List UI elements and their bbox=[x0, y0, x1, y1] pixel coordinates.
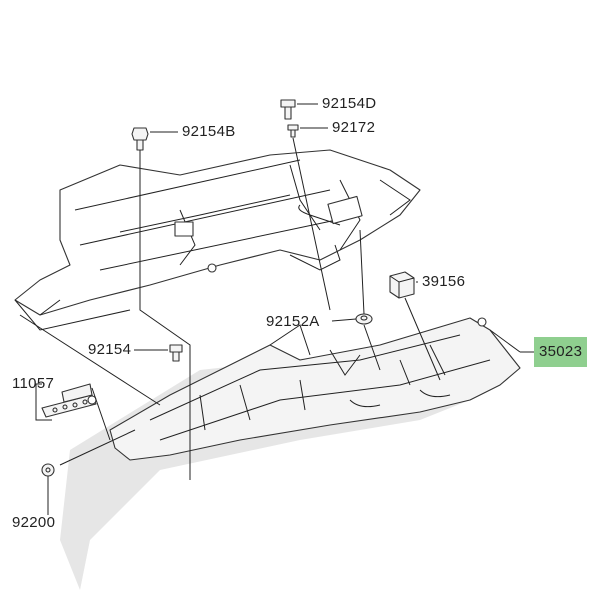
part-label-92154D[interactable]: 92154D bbox=[322, 95, 377, 112]
part-label-35023[interactable]: 35023 bbox=[534, 337, 588, 367]
nut-92152A bbox=[355, 313, 373, 325]
part-label-92154[interactable]: 92154 bbox=[88, 341, 132, 358]
mudguard-35023 bbox=[60, 317, 521, 590]
part-label-11057[interactable]: 11057 bbox=[12, 375, 55, 392]
bracket-11057 bbox=[41, 383, 97, 418]
washer-92200 bbox=[41, 463, 55, 477]
rear-frame bbox=[14, 149, 421, 331]
bolt-92154D bbox=[280, 99, 296, 120]
leader-lines bbox=[19, 103, 534, 515]
block-39156 bbox=[389, 271, 415, 299]
bolt-92154 bbox=[169, 344, 183, 362]
part-label-92152A[interactable]: 92152A bbox=[266, 313, 320, 330]
screw-92172 bbox=[287, 124, 299, 138]
part-label-92154B[interactable]: 92154B bbox=[182, 123, 236, 140]
part-label-92172[interactable]: 92172 bbox=[332, 119, 376, 136]
bolt-92154B bbox=[131, 127, 149, 151]
part-label-92200[interactable]: 92200 bbox=[12, 514, 56, 531]
part-label-39156[interactable]: 39156 bbox=[422, 273, 466, 290]
